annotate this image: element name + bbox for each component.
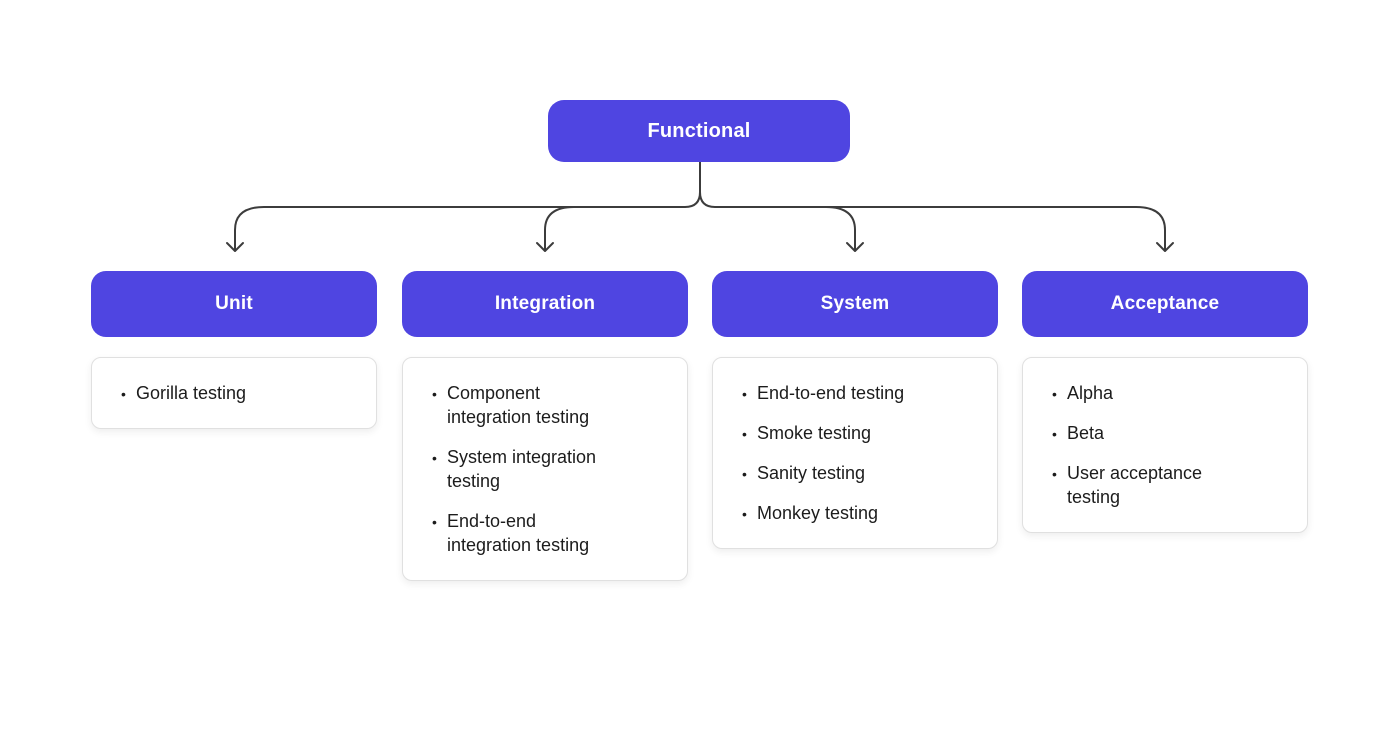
item-list: AlphaBetaUser acceptance testing [1051, 381, 1285, 509]
node-system: System [712, 271, 998, 337]
card-unit: Gorilla testing [91, 357, 377, 429]
card-system: End-to-end testingSmoke testingSanity te… [712, 357, 998, 549]
branch-acceptance: Acceptance AlphaBetaUser acceptance test… [1022, 271, 1308, 533]
branch-integration: Integration Component integration testin… [402, 271, 688, 581]
list-item: Sanity testing [741, 461, 929, 486]
node-label: Functional [647, 119, 751, 142]
list-item: System integration testing [431, 445, 619, 493]
list-item: Smoke testing [741, 421, 929, 446]
list-item: Beta [1051, 421, 1239, 446]
connector-drop-integration [544, 206, 575, 250]
node-unit: Unit [91, 271, 377, 337]
list-item: Monkey testing [741, 501, 929, 526]
node-functional: Functional [548, 100, 850, 162]
arrow-down-icon [1156, 242, 1174, 252]
node-label: Unit [215, 293, 253, 314]
branch-unit: Unit Gorilla testing [91, 271, 377, 429]
list-item: Component integration testing [431, 381, 619, 429]
arrow-down-icon [536, 242, 554, 252]
node-label: Acceptance [1110, 293, 1220, 314]
arrow-down-icon [226, 242, 244, 252]
list-item: Gorilla testing [120, 381, 308, 406]
list-item: End-to-end integration testing [431, 509, 619, 557]
item-list: End-to-end testingSmoke testingSanity te… [741, 381, 975, 526]
connector-left-branch [234, 161, 701, 250]
list-item: End-to-end testing [741, 381, 929, 406]
connector-drop-system [825, 206, 856, 250]
node-label: Integration [494, 293, 596, 314]
card-acceptance: AlphaBetaUser acceptance testing [1022, 357, 1308, 533]
branch-system: System End-to-end testingSmoke testingSa… [712, 271, 998, 549]
connector-right-branch [699, 161, 1166, 250]
list-item: User acceptance testing [1051, 461, 1239, 509]
node-integration: Integration [402, 271, 688, 337]
node-acceptance: Acceptance [1022, 271, 1308, 337]
item-list: Gorilla testing [120, 381, 354, 406]
list-item: Alpha [1051, 381, 1239, 406]
node-label: System [820, 293, 890, 314]
arrow-down-icon [846, 242, 864, 252]
